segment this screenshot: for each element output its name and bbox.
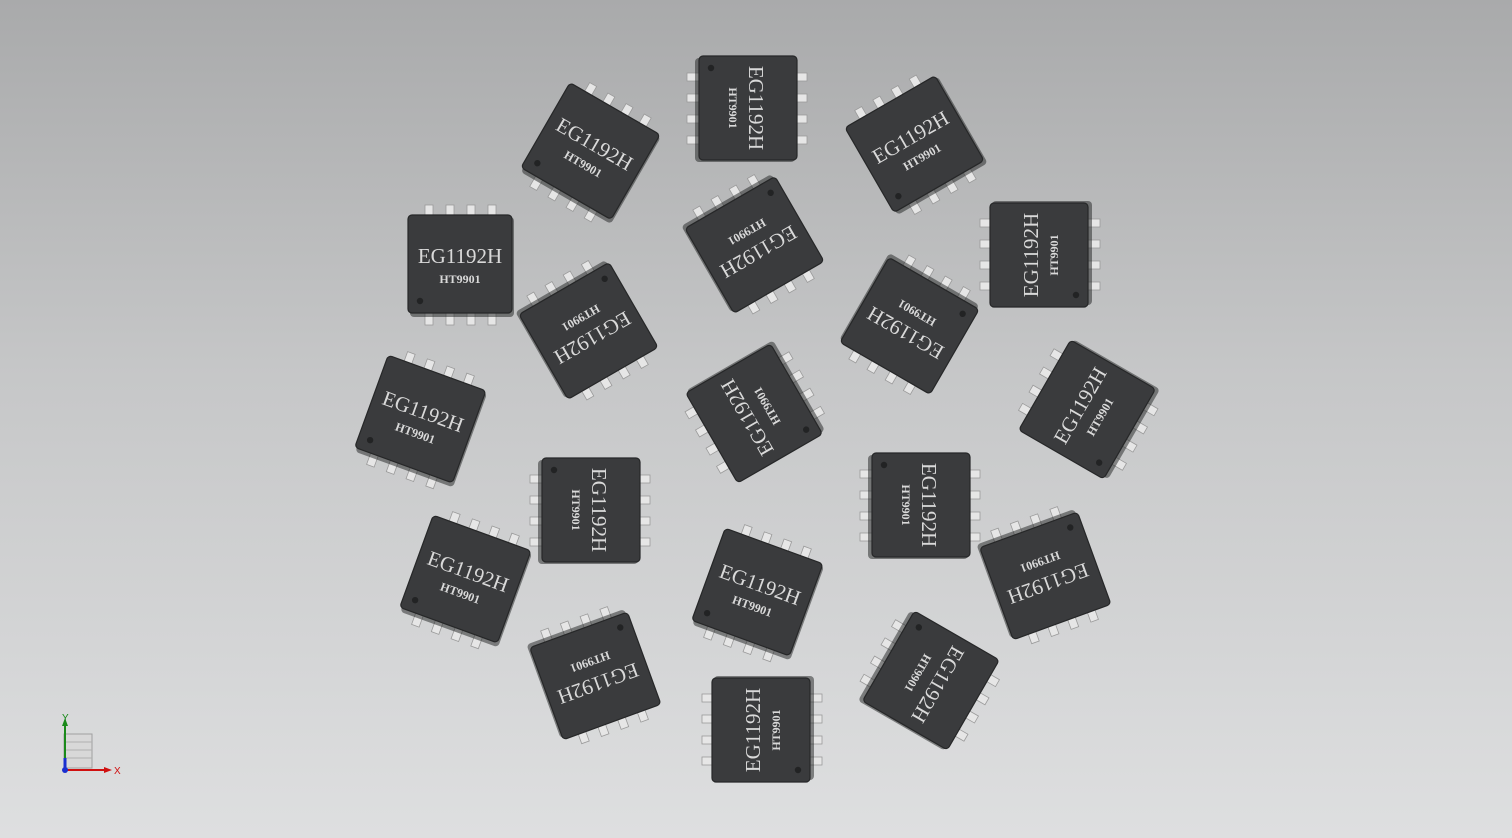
pin1-marker <box>1072 291 1080 299</box>
chip-body <box>541 457 641 563</box>
pin1-marker <box>895 192 902 200</box>
pin1-marker <box>416 297 424 305</box>
chip-body <box>407 214 513 314</box>
pin1-marker <box>1095 459 1103 466</box>
chip-body <box>686 344 822 483</box>
chip-lot-code: HT9901 <box>726 87 740 128</box>
pin1-marker <box>366 436 374 444</box>
pin1-marker <box>411 596 419 604</box>
chip-body <box>871 452 971 558</box>
chip-part-number: EG1192H <box>418 244 502 268</box>
chip-part-number: EG1192H <box>917 463 941 547</box>
soic8-chip: EG1192H HT9901 <box>407 204 514 326</box>
soic8-chip: EG1192H HT9901 <box>529 457 651 564</box>
pin1-marker <box>880 461 888 469</box>
chip-body <box>1019 340 1155 479</box>
chip-body <box>980 512 1111 640</box>
chip-body <box>989 202 1089 308</box>
pin1-marker <box>1067 524 1074 531</box>
soic8-chip: EG1192H HT9901 <box>979 201 1101 308</box>
chip-part-number: EG1192H <box>741 688 765 772</box>
chip-body <box>863 611 999 750</box>
chip-part-number: EG1192H <box>1019 213 1043 297</box>
chip-body <box>692 528 823 656</box>
triad-y-arrow <box>62 718 68 726</box>
triad-x-label: X <box>114 766 121 777</box>
chip-body <box>521 83 660 219</box>
triad-x-arrow <box>104 767 112 773</box>
pin1-marker <box>959 310 966 318</box>
chip-body <box>840 258 979 394</box>
chip-body <box>711 677 811 783</box>
soic8-chip: EG1192H HT9901 <box>701 676 823 783</box>
soic8-chip: EG1192H HT9901 <box>686 55 808 162</box>
chip-body <box>685 177 824 313</box>
pin1-marker <box>601 275 608 283</box>
chip-body <box>530 612 661 740</box>
chip-lot-code: HT9901 <box>769 709 783 750</box>
triad-y-label: Y <box>62 713 69 724</box>
pin1-marker <box>767 189 774 197</box>
pin1-marker <box>534 159 541 167</box>
chip-part-number: EG1192H <box>587 468 611 552</box>
pin1-marker <box>707 64 715 72</box>
pin1-marker <box>915 624 923 631</box>
chip-body <box>698 55 798 161</box>
chip-part-number: EG1192H <box>744 66 768 150</box>
pin1-marker <box>794 766 802 774</box>
pin1-marker <box>617 624 624 631</box>
chip-lot-code: HT9901 <box>899 484 913 525</box>
chip-lot-code: HT9901 <box>439 272 480 286</box>
soic8-chip: EG1192H HT9901 <box>859 452 981 559</box>
chip-body <box>355 355 486 483</box>
chip-lot-code: HT9901 <box>1047 234 1061 275</box>
chip-lot-code: HT9901 <box>569 489 583 530</box>
pin1-marker <box>802 426 810 433</box>
pin1-marker <box>703 609 711 617</box>
chip-body <box>845 76 984 212</box>
view-orientation-triad: X Y <box>62 713 121 777</box>
pin1-marker <box>550 466 558 474</box>
chip-body <box>400 515 531 643</box>
chip-body <box>519 263 658 399</box>
